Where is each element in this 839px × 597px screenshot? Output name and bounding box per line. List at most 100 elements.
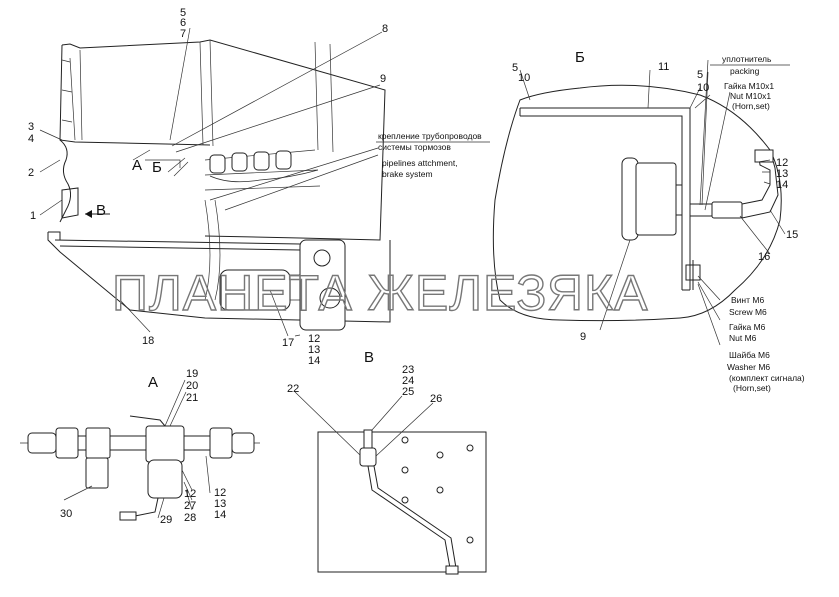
- ref-a-21: 21: [186, 392, 198, 404]
- section-mark-v: В: [96, 202, 106, 219]
- label-seal-ru: уплотнитель: [722, 54, 772, 64]
- ref-a-12b: 12: [214, 487, 226, 499]
- cab-outline: [61, 39, 386, 241]
- label-nut6-ru: Гайка М6: [729, 322, 766, 332]
- ref-a-27: 27: [184, 500, 196, 512]
- cable-bundle: [209, 169, 319, 183]
- frame-outline: [47, 232, 391, 323]
- ref-v-25: 25: [402, 386, 414, 398]
- ref-v-24: 24: [402, 375, 414, 387]
- view-a-leaders: [63, 379, 211, 519]
- ref-17-13: 13: [308, 344, 320, 356]
- pipe-mid: [109, 435, 147, 451]
- bolt-row: [209, 150, 292, 174]
- pipe-end: [445, 565, 459, 575]
- cab-lower-edge: [59, 44, 211, 146]
- ref-b-15: 15: [786, 229, 798, 241]
- ref-9: 9: [380, 73, 386, 85]
- wire: [134, 497, 159, 517]
- arrow-head: [85, 210, 92, 218]
- label-screw-ru: Винт М6: [731, 295, 764, 305]
- fitting-stem: [363, 429, 373, 449]
- cab-panel-lines: [69, 39, 334, 153]
- section-mark-line: [145, 159, 181, 168]
- label-nut-set: (Horn,set): [732, 101, 770, 111]
- tee-branch: [85, 457, 109, 489]
- label-washer-note: (комплект сигнала): [729, 373, 805, 383]
- ref-8: 8: [382, 23, 388, 35]
- view-a-title: А: [148, 374, 158, 391]
- air-receiver: [219, 239, 346, 331]
- ref-b-5b: 5: [697, 69, 703, 81]
- hose-end: [754, 149, 774, 163]
- screw-m6: [685, 260, 701, 290]
- label-nut-m10-ru: Гайка М10х1: [724, 81, 774, 91]
- section-mark-a: А: [132, 157, 142, 174]
- ref-a-13: 13: [214, 498, 226, 510]
- ref-a-19: 19: [186, 368, 198, 380]
- view-v-title: В: [364, 349, 374, 366]
- label-seal-en: packing: [730, 66, 760, 76]
- plate-holes: [401, 436, 474, 544]
- ref-b-10: 10: [518, 72, 530, 84]
- horn-neck: [676, 184, 682, 216]
- ref-v-23: 23: [402, 364, 414, 376]
- horn-bracket: [61, 187, 79, 219]
- frame-bracket: [48, 231, 61, 240]
- ref-1: 1: [30, 210, 36, 222]
- tee-body: [85, 427, 111, 459]
- ref-b-9: 9: [580, 331, 586, 343]
- ref-a-20: 20: [186, 380, 198, 392]
- nut-right: [209, 427, 233, 459]
- horn-body: [635, 162, 677, 236]
- ref-a-14: 14: [214, 509, 226, 521]
- pipe-run: [367, 465, 457, 569]
- ref-a-12: 12: [184, 488, 196, 500]
- watermark: ПЛАНЕТА ЖЕЛЕЗЯКА: [112, 265, 648, 321]
- pipe-end-left: [27, 432, 57, 454]
- ref-17-12: 12: [308, 333, 320, 345]
- ref-6: 6: [180, 17, 186, 29]
- ref-b-11: 11: [658, 61, 669, 73]
- fitting-26: [359, 447, 377, 467]
- brake-hose: [204, 199, 221, 301]
- note-pipelines-ru-1: крепление трубопроводов: [378, 131, 482, 141]
- bracket-ends: [519, 108, 690, 291]
- leader-lines: [39, 27, 383, 337]
- neck-left: [77, 435, 87, 451]
- ref-5: 5: [180, 7, 186, 19]
- pipe-right: [183, 435, 211, 451]
- ref-b-12: 12: [776, 157, 788, 169]
- wire-connector: [119, 511, 137, 521]
- ref-17-14: 14: [308, 355, 320, 367]
- valve-body: [145, 425, 185, 463]
- ref-7: 7: [180, 28, 186, 40]
- view-b-cyr-title: Б: [575, 49, 585, 66]
- section-mark-b-cyr: Б: [152, 159, 162, 176]
- view-v: В 22 23 24 25 26: [287, 349, 487, 575]
- ref-a-29: 29: [160, 514, 172, 526]
- label-nut-m10-en: Nut M10x1: [730, 91, 771, 101]
- view-arrow-b: [167, 157, 189, 177]
- ref-b-16: 16: [758, 251, 770, 263]
- ref-3: 3: [28, 121, 34, 133]
- note-pipelines-en-1: pipelines attchment,: [382, 158, 458, 168]
- view-a: А 19 20 21 30 29 12 27 28 12 13 14: [20, 368, 260, 526]
- label-nut6-en: Nut M6: [729, 333, 757, 343]
- view-b-leaders: [519, 59, 786, 346]
- ref-17: 17: [282, 337, 294, 349]
- ref-v-22: 22: [287, 383, 299, 395]
- note-pipelines-en-2: brake system: [382, 169, 433, 179]
- ref-4: 4: [28, 133, 34, 145]
- break-line: [59, 139, 72, 223]
- note-pipelines-ru-2: системы тормозов: [378, 142, 451, 152]
- label-screw-en: Screw M6: [729, 307, 767, 317]
- label-washer-en: Washer M6: [727, 362, 770, 372]
- view-b-cyr: Б 5 10 11 5 10 9 12 13 14 15 16 уплотнит…: [492, 49, 805, 393]
- fitting-coupling: [711, 201, 743, 219]
- ref-v-26: 26: [430, 393, 442, 405]
- nut-left: [55, 427, 79, 459]
- ref-b-14: 14: [776, 179, 788, 191]
